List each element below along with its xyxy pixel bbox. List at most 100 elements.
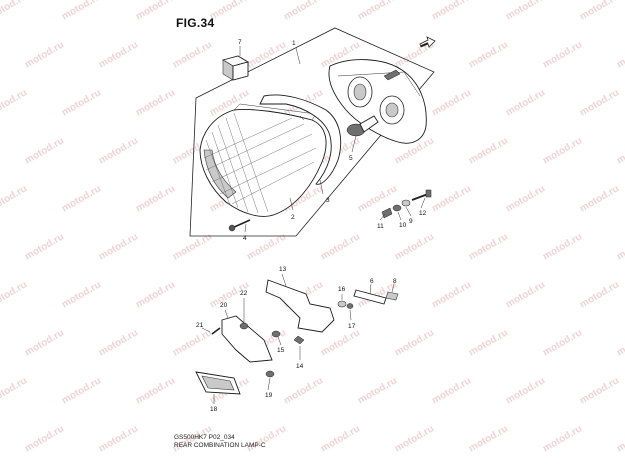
watermark-text: motod.ru	[430, 279, 473, 310]
part-16-washer	[337, 300, 347, 308]
watermark-text: motod.ru	[541, 423, 584, 454]
watermark-text: motod.ru	[467, 327, 510, 358]
callout-labels: 1 2 3 4 5 6 7 8 9 10 11 12 13 14 15 16 1…	[196, 39, 427, 413]
watermark-text: motod.ru	[134, 375, 177, 406]
part-10-nut	[392, 204, 402, 212]
watermark-text: motod.ru	[430, 183, 473, 214]
watermark-text: motod.ru	[0, 183, 29, 214]
watermark-text: motod.ru	[504, 87, 547, 118]
part-9-grommet	[401, 199, 411, 207]
watermark-text: motod.ru	[578, 87, 621, 118]
callout-21: 21	[196, 322, 204, 329]
part-12-bolt	[411, 189, 432, 201]
watermark-text: motod.ru	[171, 327, 214, 358]
watermark-text: motod.ru	[245, 423, 288, 454]
watermark-text: motod.ru	[97, 231, 140, 262]
callout-16: 16	[338, 286, 346, 293]
watermark-text: motod.ru	[97, 423, 140, 454]
part-7-fuse-box	[221, 55, 250, 81]
part-6-reflector-strip	[353, 289, 387, 305]
watermark-text: motod.ru	[356, 375, 399, 406]
watermark-text: motod.ru	[134, 279, 177, 310]
watermark-text: motod.ru	[319, 231, 362, 262]
part-2-lens	[199, 103, 327, 217]
callout-19: 19	[265, 392, 273, 399]
callout-12: 12	[419, 210, 427, 217]
part-11-collar	[381, 207, 393, 219]
callout-7: 7	[238, 39, 242, 46]
watermark-text: motod.ru	[134, 0, 177, 23]
watermark-text: motod.ru	[615, 135, 625, 166]
watermark-text: motod.ru	[23, 423, 66, 454]
watermark-text: motod.ru	[541, 135, 584, 166]
figure-caption: REAR COMBINATION LAMP-C	[174, 442, 266, 449]
watermark-text: motod.ru	[615, 39, 625, 70]
callout-3: 3	[326, 197, 330, 204]
watermark-text: motod.ru	[134, 183, 177, 214]
watermark-text: motod.ru	[60, 183, 103, 214]
part-1-housing	[328, 59, 427, 144]
watermark-text: motod.ru	[467, 135, 510, 166]
watermark-text: motod.ru	[97, 39, 140, 70]
part-20-license-bracket	[221, 315, 273, 363]
callout-13: 13	[279, 266, 287, 273]
callout-17: 17	[348, 323, 356, 330]
watermark-text: motod.ru	[541, 39, 584, 70]
figure-title: FIG.34	[176, 16, 215, 30]
callout-9: 9	[409, 218, 413, 225]
watermark-text: motod.ru	[430, 0, 473, 23]
direction-arrow-icon	[419, 36, 436, 48]
callout-1: 1	[292, 40, 296, 47]
watermark-text: motod.ru	[504, 279, 547, 310]
watermark-text: motod.ru	[0, 375, 29, 406]
watermark-text: motod.ru	[23, 327, 66, 358]
callout-4: 4	[243, 235, 247, 242]
watermark-text: motod.ru	[171, 39, 214, 70]
part-4-screw	[228, 219, 251, 232]
watermark-text: motod.ru	[0, 87, 29, 118]
callout-14: 14	[296, 363, 304, 370]
part-17-nut	[346, 303, 354, 309]
watermark-text: motod.ru	[467, 39, 510, 70]
callout-10: 10	[399, 222, 407, 229]
watermark-text: motod.ru	[282, 0, 325, 23]
watermark-text: motod.ru	[430, 87, 473, 118]
part-14-pad	[293, 335, 305, 345]
model-code: GS500HK7 P02_034	[174, 434, 235, 441]
part-22-nut	[239, 322, 249, 330]
part-19-nut	[265, 370, 275, 378]
watermark-text: motod.ru	[430, 375, 473, 406]
watermark-text: motod.ru	[467, 423, 510, 454]
callout-6: 6	[370, 278, 374, 285]
watermark-text: motod.ru	[467, 231, 510, 262]
callout-18: 18	[210, 406, 218, 413]
watermark-text: motod.ru	[541, 231, 584, 262]
watermark-text: motod.ru	[356, 0, 399, 23]
watermark-text: motod.ru	[23, 39, 66, 70]
watermark-text: motod.ru	[578, 279, 621, 310]
callout-5: 5	[349, 155, 353, 162]
watermark-text: motod.ru	[393, 327, 436, 358]
watermark-text: motod.ru	[23, 231, 66, 262]
watermark-text: motod.ru	[97, 135, 140, 166]
watermark-text: motod.ru	[578, 0, 621, 23]
watermark-text: motod.ru	[393, 231, 436, 262]
watermark-text: motod.ru	[23, 135, 66, 166]
callout-11: 11	[377, 223, 384, 230]
part-15-nut	[271, 330, 281, 338]
watermark-text: motod.ru	[356, 183, 399, 214]
watermark-text: motod.ru	[97, 327, 140, 358]
watermark-text: motod.ru	[0, 279, 29, 310]
leader-lines	[201, 46, 426, 404]
watermark-text: motod.ru	[0, 0, 29, 23]
watermark-text: motod.ru	[504, 0, 547, 23]
watermark-text: motod.ru	[504, 183, 547, 214]
gasket-tab	[299, 115, 305, 121]
part-21-screw	[211, 327, 221, 335]
assembly-frame	[189, 27, 435, 237]
watermark-text: motod.ru	[282, 375, 325, 406]
part-18-license-lamp	[195, 371, 241, 395]
watermark-text: motod.ru	[541, 327, 584, 358]
watermark-text: motod.ru	[578, 183, 621, 214]
